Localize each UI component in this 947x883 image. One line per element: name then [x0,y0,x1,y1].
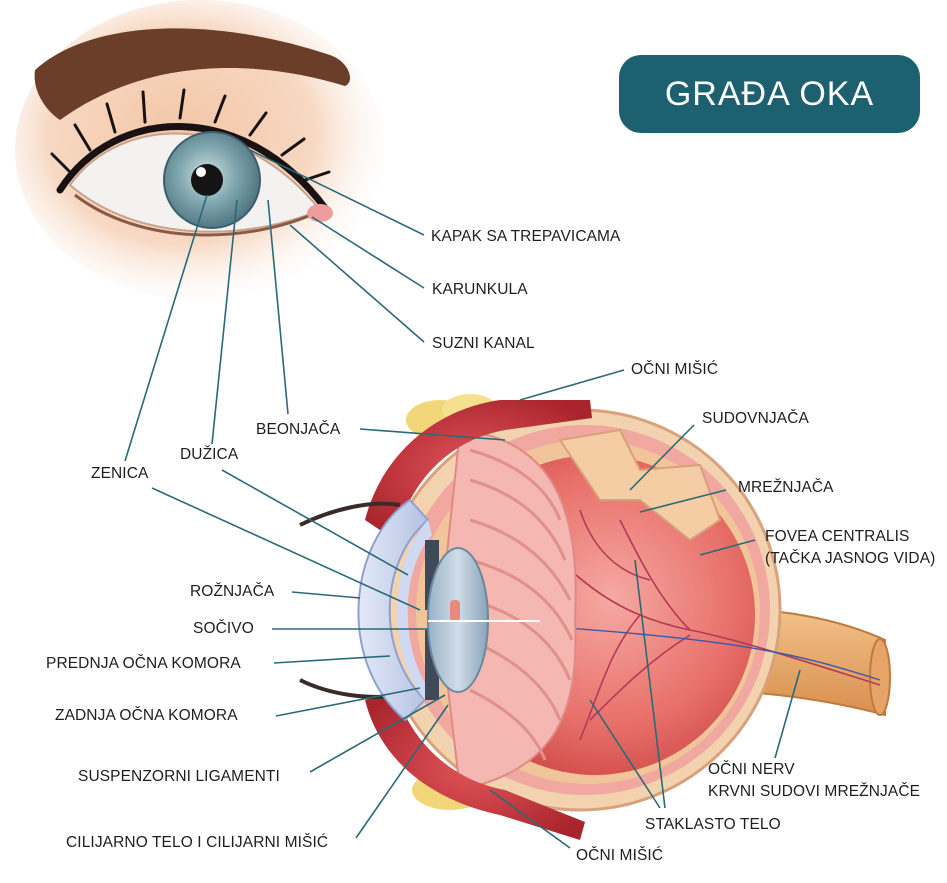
pupil [191,164,223,196]
leader-beonjaca [359,428,506,441]
label-karunkula: KARUNKULA [432,281,528,298]
page-title: GRAĐA OKA [664,74,875,113]
leader-staklasto-a [589,699,661,809]
label-fovea-2: (TAČKA JASNOG VIDA) [765,550,936,567]
lower-lid [74,193,319,237]
label-cilijarno: CILIJARNO TELO I CILIJARNI MIŠIĆ [66,834,329,851]
leader-sudovnjaca [629,424,695,491]
layer-cutaway [558,428,722,542]
external-eye-group [15,0,385,300]
leader-fovea [699,539,756,556]
leader-roznjaca [291,591,361,599]
eyebrow [34,28,350,121]
leader-zenica-eye [124,194,208,462]
leader-ocni-nerv [774,669,801,759]
leader-beonjaca-eye [267,199,289,415]
label-suspenzorni: SUSPENZORNI LIGAMENTI [78,768,280,785]
eye-highlight [196,167,206,177]
eyelashes [50,88,331,182]
leader-suzni-kanal [289,224,425,343]
leader-kapak [249,149,425,236]
ocular-muscle-bottom [365,690,585,840]
label-zenica: ZENICA [91,465,149,482]
iris-rim [163,131,261,229]
leader-zenica [151,487,421,611]
title-badge: GRAĐA OKA [619,55,920,133]
label-ocni-misic-bottom: OČNI MIŠIĆ [576,847,664,864]
label-roznjaca: ROŽNJAČA [190,583,275,600]
leader-ocni-misic-top [519,369,625,401]
leader-prednja [273,655,391,664]
label-prednja: PREDNJA OČNA KOMORA [46,655,241,672]
leader-duzica [221,469,409,576]
label-duzica: DUŽICA [180,446,239,463]
label-ocni-misic-top: OČNI MIŠIĆ [631,361,719,378]
leader-ocni-misic-bottom [489,789,571,849]
label-sudovnjaca: SUDOVNJAČA [702,410,809,427]
leader-duzica-eye [211,199,238,445]
label-ocni-nerv: OČNI NERV [708,761,795,778]
leader-staklasto-b [634,559,666,809]
leader-mreznjaca [639,489,727,513]
label-beonjaca: BEONJAČA [256,421,341,438]
ocular-muscle-top [365,400,592,540]
lens-nucleus [450,600,460,622]
upper-lash-line [56,123,329,212]
anterior-chamber [397,520,432,700]
label-kapak: KAPAK SA TREPAVICAMA [431,228,621,245]
retinal-vessels [559,509,881,741]
leader-cilijarno [355,704,449,839]
optic-nerve-end [869,638,891,716]
label-krvni-sudovi: KRVNI SUDOVI MREŽNJAČE [708,783,921,800]
label-socivo: SOČIVO [193,620,254,637]
label-staklasto: STAKLASTO TELO [645,816,781,833]
leader-lines [124,149,801,849]
label-mreznjaca: MREŽNJAČA [738,479,834,496]
cross-section-group [299,394,891,840]
label-zadnja: ZADNJA OČNA KOMORA [55,707,238,724]
ciliary-fan [438,428,577,792]
label-suzni-kanal: SUZNI KANAL [432,335,535,352]
label-fovea-1: FOVEA CENTRALIS [765,528,910,545]
leader-zadnja [275,687,421,717]
caruncle [307,204,333,222]
leader-suspenzorni [309,694,446,773]
cornea [357,498,430,722]
leader-karunkula [311,216,425,289]
